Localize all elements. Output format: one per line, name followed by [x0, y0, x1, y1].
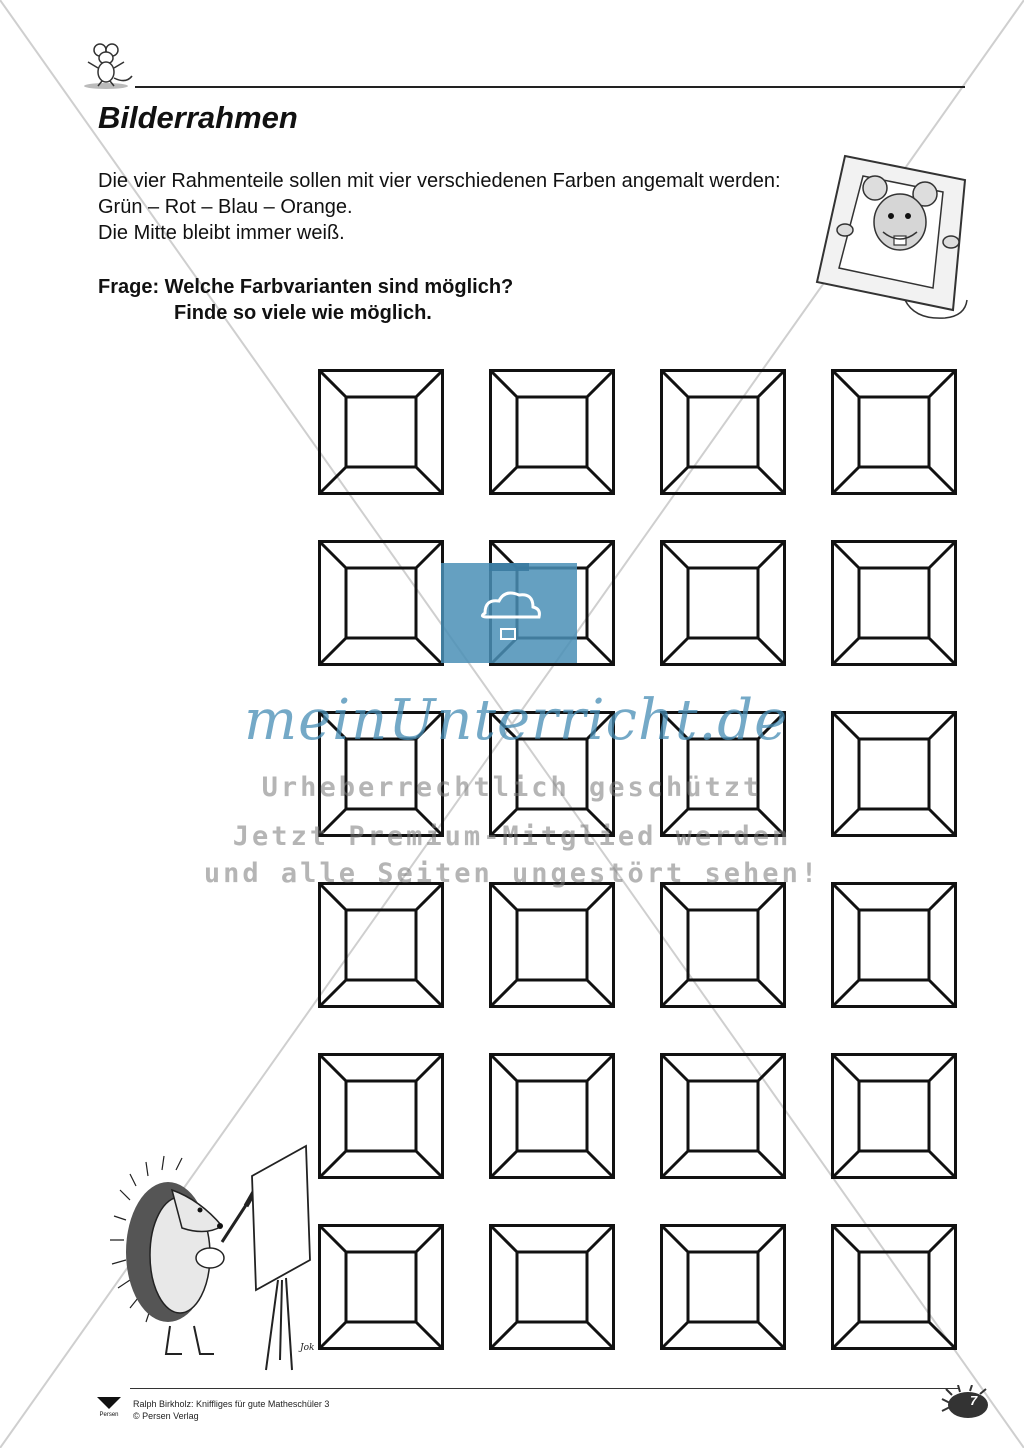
picture-frame[interactable]	[489, 1053, 615, 1179]
painter-signature: Jok	[298, 1343, 314, 1353]
hedgehog-painter-icon: Jok	[110, 1144, 314, 1371]
picture-frame[interactable]	[318, 369, 444, 495]
picture-frame[interactable]	[831, 711, 957, 837]
picture-frame[interactable]	[318, 1224, 444, 1350]
picture-frame[interactable]	[831, 540, 957, 666]
question-line-1: Frage: Welche Farbvarianten sind möglich…	[98, 276, 514, 298]
persen-logo: Persen	[97, 1397, 121, 1421]
picture-frame[interactable]	[318, 540, 444, 666]
page-number: 7	[970, 1393, 978, 1408]
picture-frame[interactable]	[318, 882, 444, 1008]
mouse-icon	[84, 43, 133, 89]
publisher-label: Persen	[99, 1412, 119, 1418]
persen-logo-icon	[97, 1397, 121, 1409]
picture-frame[interactable]	[660, 882, 786, 1008]
page-number-badge: 7	[940, 1384, 990, 1421]
picture-frame[interactable]	[660, 540, 786, 666]
picture-frame[interactable]	[489, 369, 615, 495]
picture-frame[interactable]	[489, 882, 615, 1008]
picture-frame[interactable]	[660, 1224, 786, 1350]
hedgehog-page-icon	[941, 1384, 988, 1418]
briefcase-cloud-icon	[441, 563, 577, 663]
instruction-line-1: Die vier Rahmenteile sollen mit vier ver…	[98, 170, 781, 192]
mouse-with-frame-icon	[815, 154, 968, 319]
picture-frame[interactable]	[318, 711, 444, 837]
worksheet-title: Bilderrahmen	[98, 100, 298, 135]
picture-frame[interactable]	[831, 369, 957, 495]
picture-frame[interactable]	[489, 1224, 615, 1350]
picture-frame[interactable]	[831, 1224, 957, 1350]
instruction-line-3: Die Mitte bleibt immer weiß.	[98, 222, 345, 244]
header-rule	[135, 86, 965, 88]
footer-rule	[130, 1388, 960, 1389]
picture-frame[interactable]	[318, 1053, 444, 1179]
watermark-line-3: und alle Seiten ungestört sehen!	[203, 858, 821, 889]
watermark-line-1: Urheberrechtlich geschützt	[261, 772, 763, 803]
footer-line-2: © Persen Verlag	[133, 1411, 199, 1421]
picture-frame[interactable]	[660, 711, 786, 837]
instructions: Die vier Rahmenteile sollen mit vier ver…	[98, 168, 781, 246]
picture-frame[interactable]	[660, 1053, 786, 1179]
footer-credits: Ralph Birkholz: Kniffliges für gute Math…	[133, 1398, 329, 1422]
picture-frame[interactable]	[831, 882, 957, 1008]
watermark-brand: meinUnterricht.de	[244, 688, 789, 753]
picture-frame[interactable]	[489, 711, 615, 837]
question: Frage: Welche Farbvarianten sind möglich…	[98, 274, 513, 326]
picture-frame[interactable]	[660, 369, 786, 495]
instruction-line-2: Grün – Rot – Blau – Orange.	[98, 196, 353, 218]
question-line-2: Finde so viele wie möglich.	[174, 302, 432, 324]
footer-line-1: Ralph Birkholz: Kniffliges für gute Math…	[133, 1399, 330, 1409]
picture-frame[interactable]	[831, 1053, 957, 1179]
watermark-line-2: Jetzt Premium-Mitglied werden	[232, 821, 792, 852]
